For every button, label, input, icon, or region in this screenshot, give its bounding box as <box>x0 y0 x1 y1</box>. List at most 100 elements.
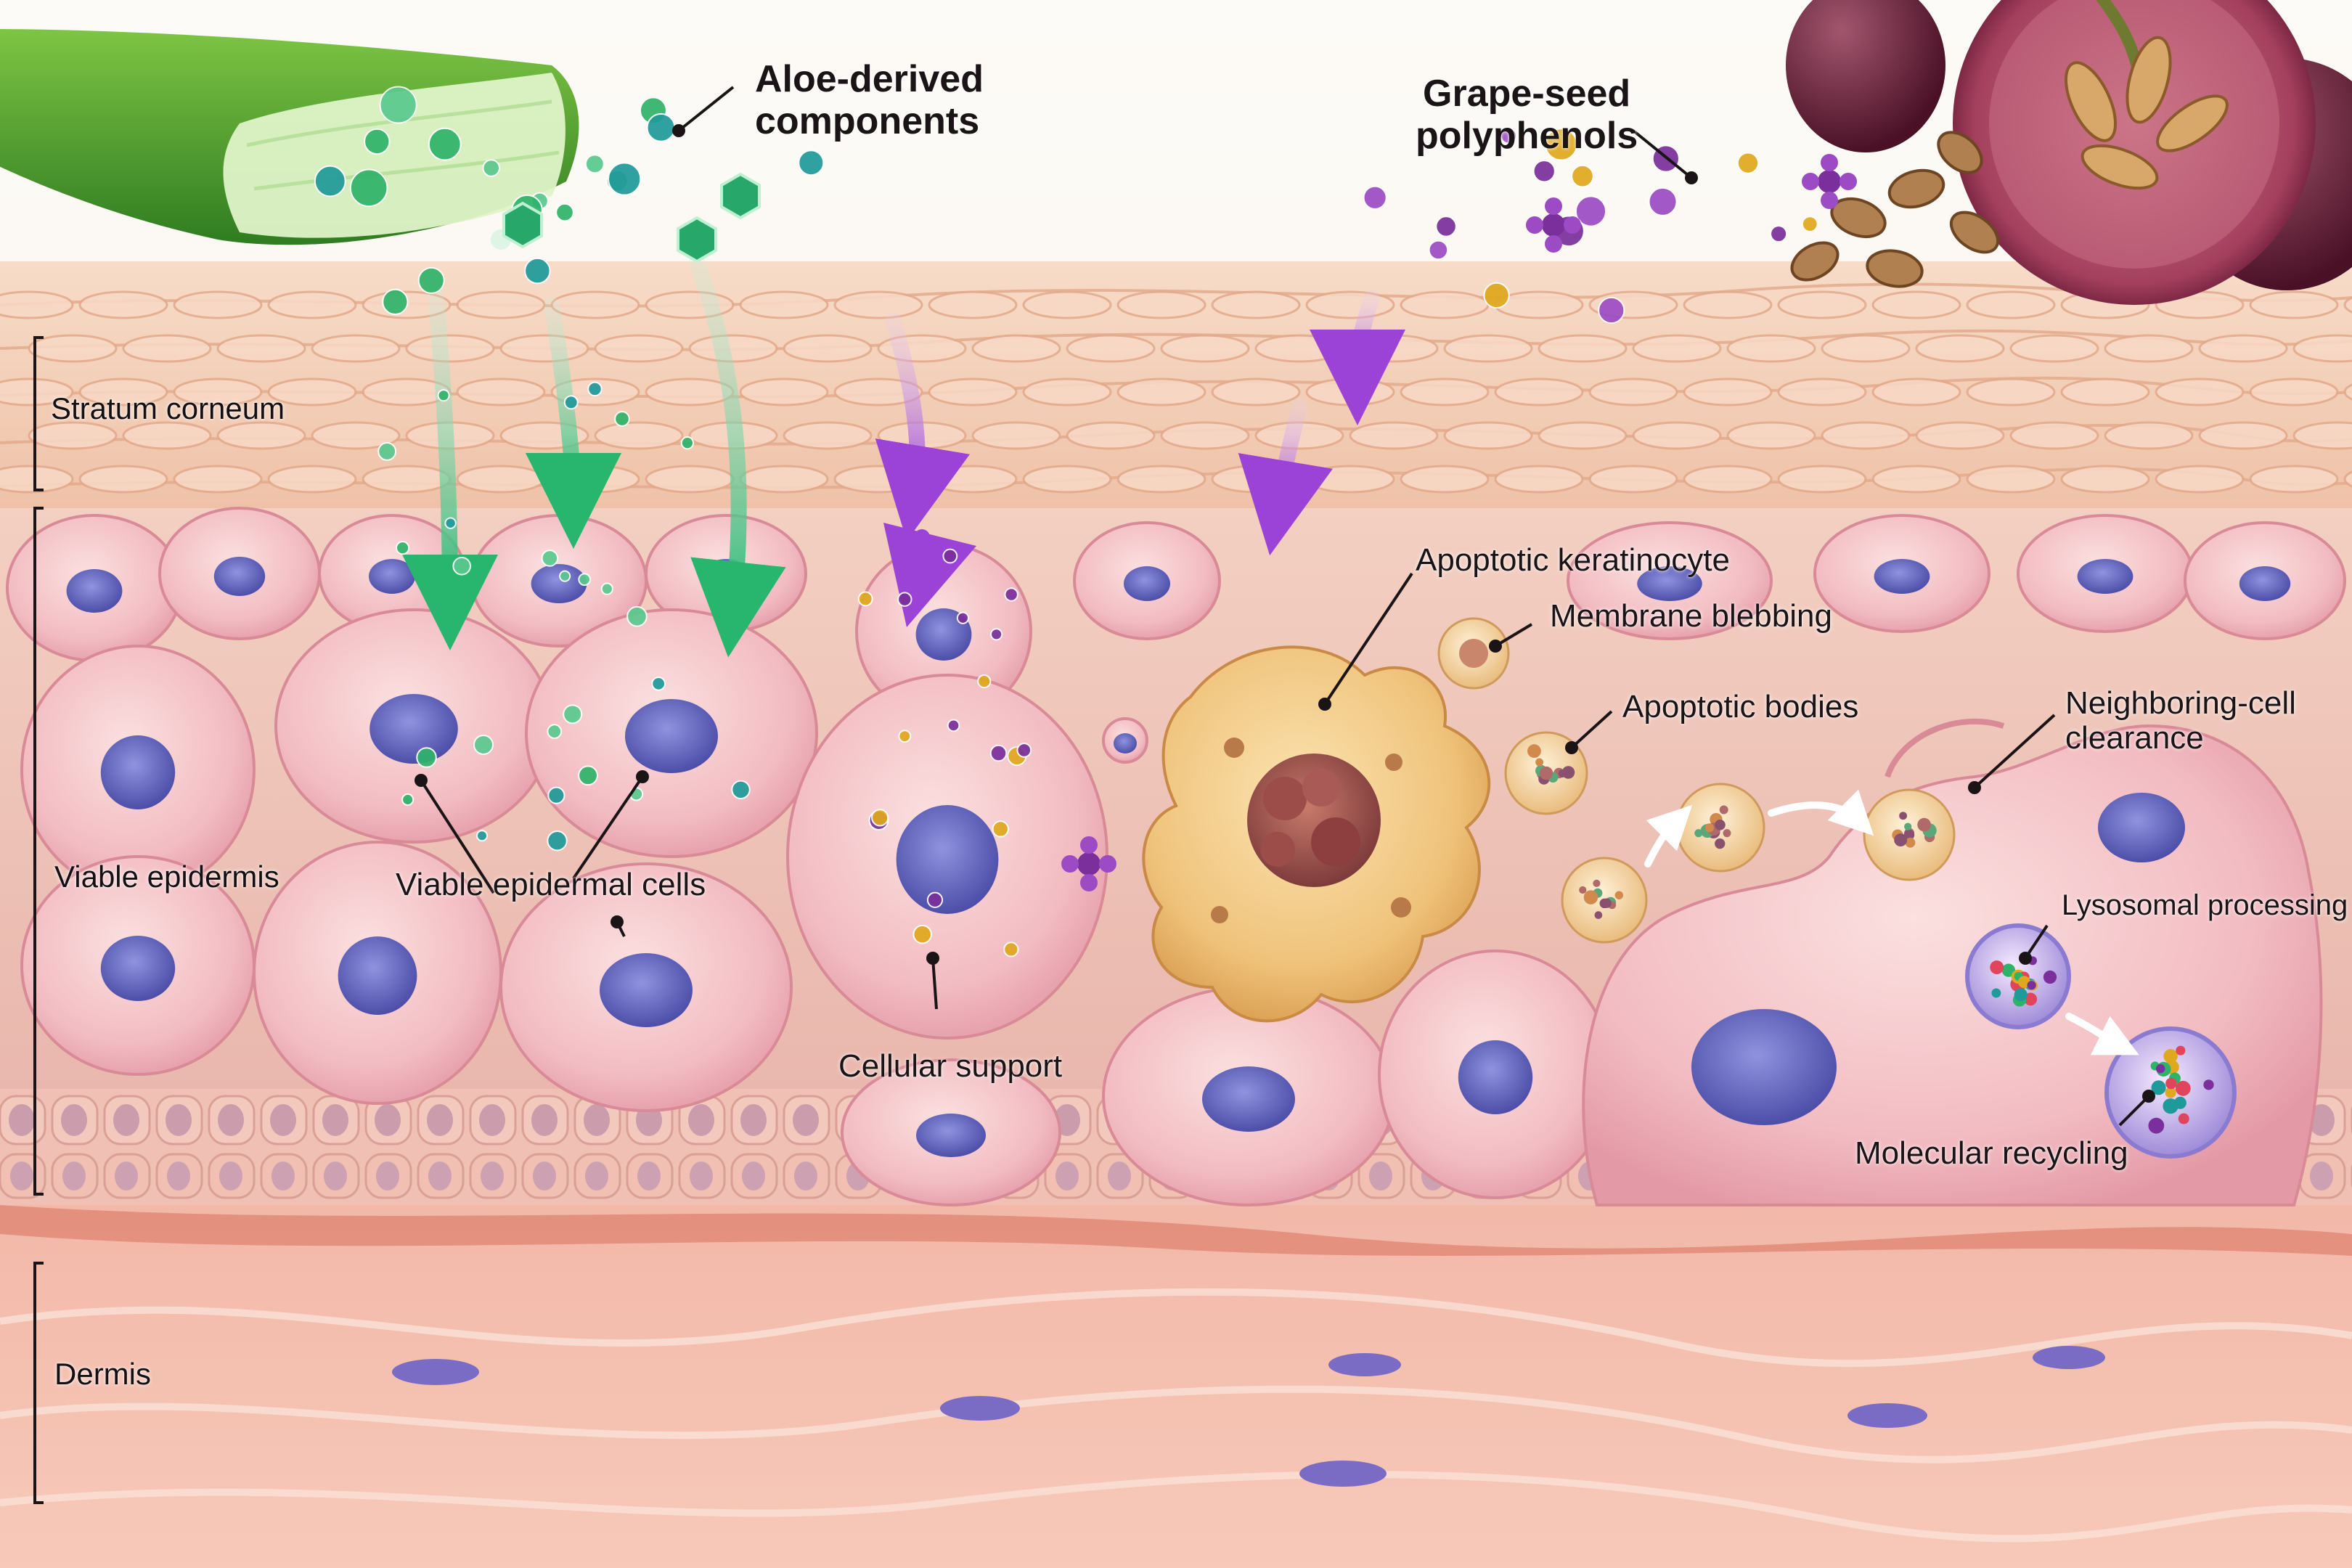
corneocyte <box>1632 334 1722 363</box>
grape-particle <box>1016 743 1032 758</box>
corneocyte <box>1821 421 1911 450</box>
aloe-crystal <box>720 172 761 220</box>
corneocyte <box>1683 377 1773 407</box>
corneocyte <box>928 377 1018 407</box>
lysosome-content <box>2178 1113 2189 1124</box>
aloe-particle <box>680 436 695 450</box>
grape-particle <box>956 611 970 624</box>
corneocyte <box>833 290 923 319</box>
aloe-particle <box>314 165 346 197</box>
cell-nucleus <box>66 569 123 613</box>
layer-brackets <box>33 336 44 1504</box>
corneocyte <box>1254 334 1344 363</box>
corneocyte <box>78 377 168 407</box>
corneocyte <box>1683 290 1773 319</box>
body-content <box>1894 833 1908 847</box>
corneocyte <box>173 290 263 319</box>
aloe-particle <box>364 128 391 155</box>
polyphenol-molecule <box>1080 836 1098 854</box>
corneocyte <box>2155 377 2245 407</box>
grape-particle <box>1004 587 1018 602</box>
aloe-leaf-icon <box>0 29 579 250</box>
corneocyte <box>1632 421 1722 450</box>
cell-nucleus <box>916 1114 986 1157</box>
grape-particle <box>897 592 912 607</box>
corneocyte <box>1116 377 1206 407</box>
body-content <box>1917 817 1931 832</box>
aloe-particle <box>608 162 642 196</box>
corneocyte <box>1966 290 2056 319</box>
corneocyte <box>173 377 263 407</box>
polyphenol-molecule <box>1818 170 1841 193</box>
corneocyte <box>1305 377 1395 407</box>
corneocyte <box>739 465 829 494</box>
corneocyte <box>1160 421 1250 450</box>
polyphenol-molecule <box>1545 197 1562 215</box>
aloe-particle <box>547 786 565 804</box>
corneocyte <box>1494 465 1584 494</box>
membrane-bleb <box>1437 617 1510 690</box>
basal-nucleus <box>1369 1161 1392 1191</box>
corneocyte <box>1400 377 1490 407</box>
aloe-particle <box>547 724 563 740</box>
basal-nucleus <box>740 1104 767 1136</box>
corneocyte <box>1726 334 1816 363</box>
corneocyte <box>1915 421 2005 450</box>
corneocyte <box>1305 465 1395 494</box>
polyphenol-molecule <box>1802 173 1819 190</box>
corneocyte <box>2292 421 2352 450</box>
corneocyte <box>78 290 168 319</box>
lysosome-content <box>2001 963 2016 977</box>
aloe-particle <box>584 154 605 174</box>
basal-nucleus <box>324 1161 347 1191</box>
grape-particle <box>1428 240 1449 261</box>
corneocyte <box>2104 334 2194 363</box>
corneocyte <box>1538 421 1628 450</box>
corneocyte <box>2198 421 2288 450</box>
grape-particle <box>1500 127 1517 144</box>
corneocyte <box>267 290 357 319</box>
aloe-particle <box>482 159 501 177</box>
corneocyte <box>1777 377 1867 407</box>
cell-nucleus <box>369 559 415 594</box>
dermis-layer <box>0 1198 2352 1568</box>
aloe-particle <box>559 570 571 582</box>
polyphenol-molecule <box>1526 216 1543 234</box>
polyphenol-molecule <box>1542 213 1565 237</box>
cell-nucleus <box>531 564 587 603</box>
aloe-particle <box>731 780 751 800</box>
grape-particle <box>1532 160 1556 183</box>
corneocyte <box>739 290 829 319</box>
basal-nucleus <box>322 1104 348 1136</box>
basal-nucleus <box>427 1104 453 1136</box>
aloe-particle <box>382 288 409 315</box>
corneocyte <box>833 377 923 407</box>
aloe-crystal <box>502 201 543 249</box>
lysosome-content <box>2024 992 2038 1006</box>
corneocyte <box>783 334 873 363</box>
lysosome-content <box>2014 988 2028 1002</box>
aloe-particle <box>614 411 630 427</box>
corneocyte <box>216 421 306 450</box>
corneocyte <box>1066 421 1156 450</box>
grape-icon <box>1786 0 2352 305</box>
cell-nucleus <box>1458 1040 1533 1114</box>
callout-lines <box>420 86 2150 1127</box>
corneocyte <box>2343 470 2352 488</box>
polyphenol-molecule <box>1821 154 1838 171</box>
lysosome-content <box>2165 1087 2176 1098</box>
body-content <box>1594 911 1603 919</box>
corneocyte <box>1116 465 1206 494</box>
apoptotic-keratinocyte <box>1142 645 1491 1023</box>
corneocyte <box>1871 465 1961 494</box>
cell-nucleus <box>369 694 458 764</box>
corneocyte <box>971 334 1061 363</box>
aloe-particle <box>587 381 603 397</box>
body-content <box>1579 886 1587 894</box>
lysosome-content <box>1991 988 2001 998</box>
corneocyte <box>1400 465 1490 494</box>
aloe-particle <box>646 113 676 142</box>
body-content <box>1904 822 1912 830</box>
corneocyte <box>1211 290 1301 319</box>
